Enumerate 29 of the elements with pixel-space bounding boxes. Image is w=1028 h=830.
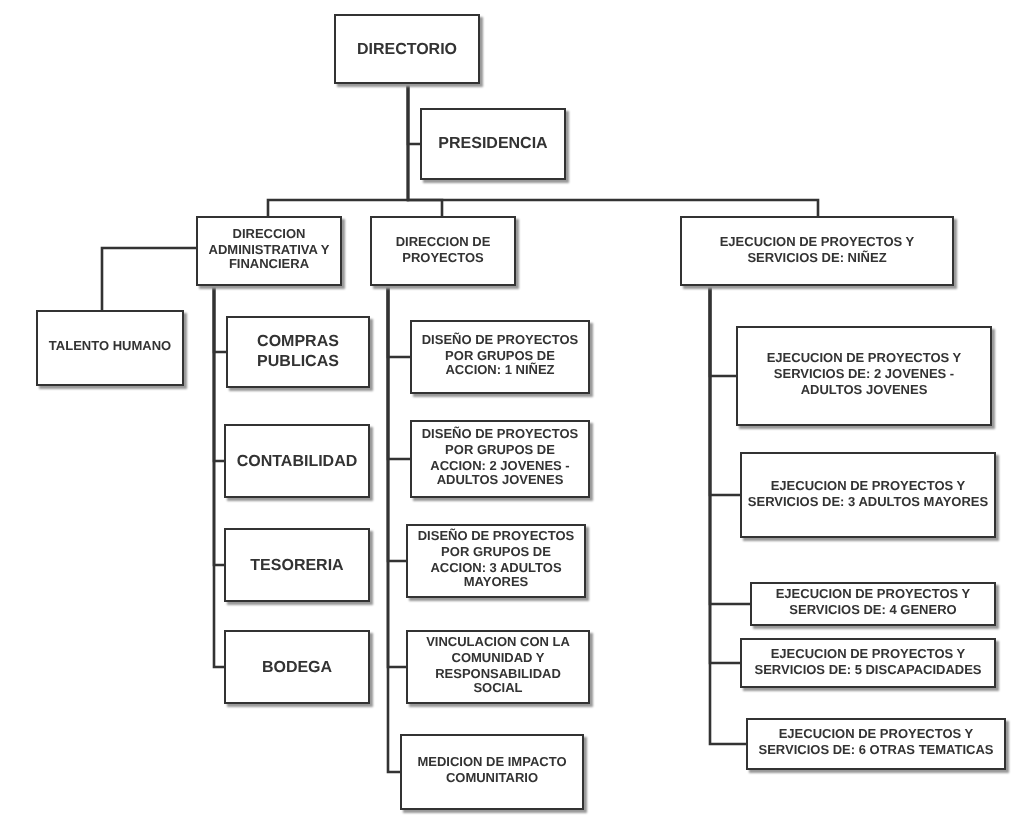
org-box [196,216,342,286]
connector-line [212,286,224,669]
org-box [400,734,584,810]
connector-line [386,286,400,774]
org-box [750,582,996,626]
org-box [680,216,954,286]
org-box [334,14,480,84]
org-box [370,216,516,286]
box-label: PRESIDENCIA [438,134,548,154]
box-label: CONTABILIDAD [236,451,358,471]
org-box [224,630,370,704]
connector-line [708,286,746,746]
org-box [740,452,996,538]
box-label: TESORERIA [250,555,344,575]
org-box [420,108,566,180]
connector-line [406,84,820,216]
org-box [740,638,996,688]
org-box [224,424,370,498]
box-label: COMPRAS PUBLICAS [255,332,341,372]
org-box [736,326,992,426]
org-box [226,316,370,388]
box-label: BODEGA [261,657,333,677]
org-box [746,718,1006,770]
org-box [36,310,184,386]
connector-line [100,246,196,310]
org-box [410,320,590,394]
org-box [224,528,370,602]
box-label: DIRECTORIO [356,39,458,59]
org-box [406,630,590,704]
